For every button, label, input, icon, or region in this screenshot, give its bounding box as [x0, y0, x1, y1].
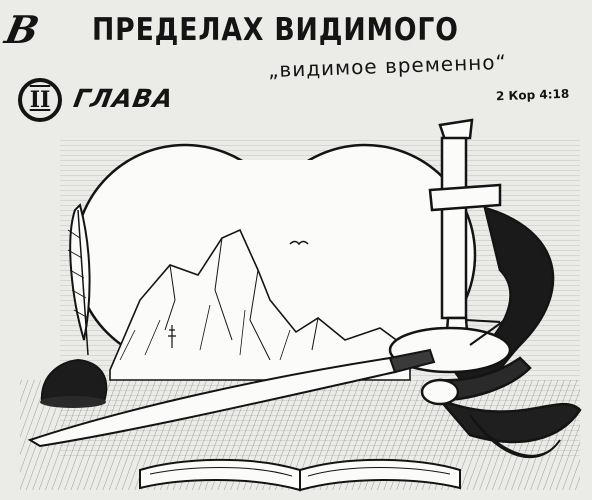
bird-icon	[289, 240, 309, 246]
epigraph-reference: 2 Кор 4:18	[495, 86, 570, 104]
quill-and-inkwell-icon	[40, 203, 108, 408]
knife-icon	[27, 348, 436, 448]
chapter-label: ГЛАВА	[71, 84, 177, 113]
ribbon-icon	[469, 414, 561, 459]
chapter-number-badge: II	[18, 78, 62, 122]
open-book-icon	[139, 458, 461, 492]
chapter-number: II	[29, 87, 51, 113]
title-initial-letter: В	[1, 7, 44, 52]
microscope-icon	[388, 118, 582, 444]
page-title: ПРЕДЕЛАХ ВИДИМОГО	[92, 12, 459, 48]
